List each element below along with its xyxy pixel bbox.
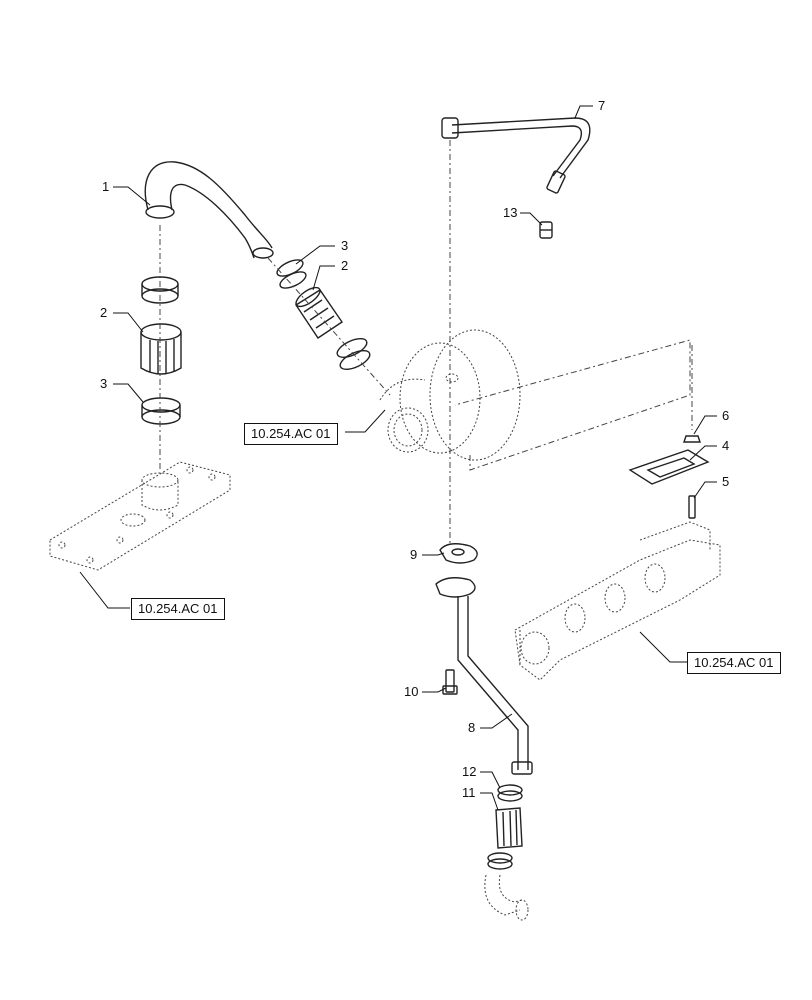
right-clamp-lower (336, 338, 371, 370)
leader-lines (79, 105, 717, 811)
callout-10: 10 (404, 684, 419, 699)
callout-8: 8 (468, 720, 476, 735)
reference-intake-plate[interactable]: 10.254.AC 01 (131, 598, 225, 620)
oil-supply-line-part-7 (441, 117, 591, 194)
right-hose-part-2 (295, 286, 343, 339)
callout-2-right: 2 (341, 258, 349, 273)
gasket-part-9 (439, 543, 478, 564)
right-centerline (267, 257, 391, 396)
callout-4: 4 (722, 438, 730, 453)
callout-11: 11 (462, 785, 476, 800)
callout-12: 12 (462, 764, 477, 779)
reference-exhaust-manifold[interactable]: 10.254.AC 01 (687, 652, 781, 674)
right-clamp-part-3 (276, 259, 307, 289)
intake-plate (49, 461, 231, 571)
fitting-part-13 (539, 221, 553, 239)
bolt-part-10 (442, 669, 458, 695)
callout-2-left: 2 (100, 305, 108, 320)
callout-9: 9 (410, 547, 418, 562)
drain-pipe-part-8 (435, 577, 533, 775)
callout-3-left: 3 (100, 376, 108, 391)
callout-7: 7 (598, 98, 606, 113)
elbow-tube-part-1 (144, 161, 274, 259)
callout-3-right: 3 (341, 238, 349, 253)
stud-part-5 (688, 495, 696, 519)
exhaust-manifold (514, 521, 721, 681)
left-clamp-part-3 (141, 397, 181, 425)
turbocharger (379, 329, 521, 461)
clamp-part-12 (497, 784, 523, 802)
hose-part-11 (495, 807, 523, 849)
lower-clamp (487, 852, 513, 870)
left-hose-part-2 (140, 323, 182, 375)
callout-13: 13 (503, 205, 518, 220)
turbo-manifold-guide (454, 339, 691, 471)
callout-6: 6 (722, 408, 730, 423)
reference-turbocharger[interactable]: 10.254.AC 01 (244, 423, 338, 445)
nut-part-6 (683, 435, 701, 443)
callout-5: 5 (722, 474, 730, 489)
lower-elbow (484, 874, 529, 921)
callout-1: 1 (102, 179, 110, 194)
gasket-part-4 (628, 449, 710, 485)
